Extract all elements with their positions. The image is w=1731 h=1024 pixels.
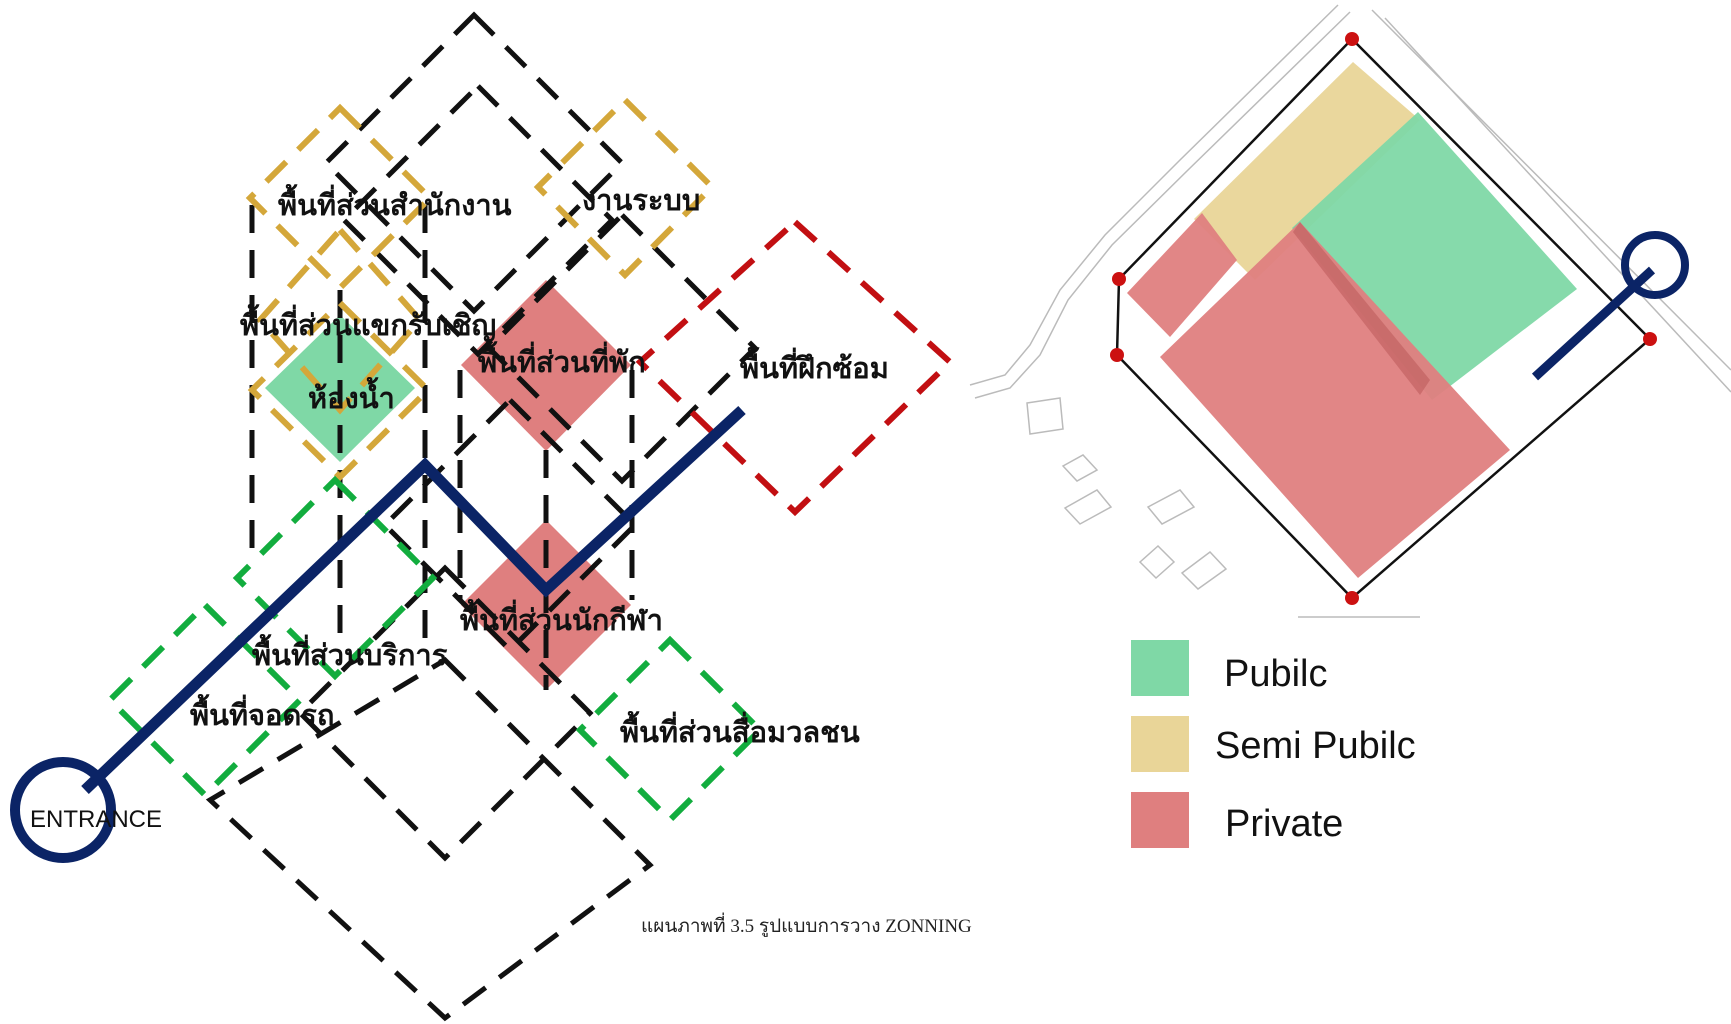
- overlap-strip: [1293, 222, 1430, 395]
- zone-outline-lower-center: [296, 564, 594, 862]
- legend-swatch-semi-public: [1131, 716, 1189, 772]
- media-zone-outline: [575, 635, 765, 825]
- zone-outline-right-mid: [485, 211, 759, 485]
- black-dashed-zones: [205, 11, 759, 1022]
- site-boundary: [1115, 37, 1652, 600]
- site-building-3: [1063, 489, 1113, 525]
- reception-zone-label: พื้นที่ส่วนแขกรับเชิญ: [240, 303, 496, 343]
- systems-zone-outline: [533, 95, 717, 280]
- legend-label-public: Pubilc: [1224, 653, 1328, 695]
- site-context-lines: [969, 4, 1731, 618]
- green-dashed-zones: [105, 475, 765, 825]
- systems-zone-label: งานระบบ: [582, 183, 700, 217]
- training-zone-label: พื้นที่ฝึกซ้อม: [740, 346, 889, 385]
- training-zone-outline: [635, 217, 955, 517]
- semi-public-zone: [1194, 62, 1420, 280]
- restroom-zone-outline: [247, 298, 433, 482]
- private-zone-main: [1160, 222, 1510, 578]
- zoning-diagram: ENTRANCE พื้นที่ส่วนสำนักงาน งานระบบ พื้…: [10, 11, 972, 1022]
- lodging-zone-label: พื้นที่ส่วนที่พัก: [478, 340, 646, 379]
- lodging-zone-fill: [461, 280, 631, 451]
- legend-swatch-public: [1131, 640, 1189, 696]
- site-entrance-circle: [1621, 231, 1689, 299]
- boundary-point: [1345, 591, 1359, 605]
- site-building-6: [1180, 550, 1228, 590]
- service-zone-outline: [232, 475, 438, 681]
- site-building-5: [1138, 544, 1176, 580]
- road-line-2: [974, 11, 1351, 399]
- boundary-point: [1643, 332, 1657, 346]
- zone-outline-top: [322, 11, 626, 315]
- gold-dashed-zones: [245, 95, 717, 482]
- site-building-4: [1146, 489, 1196, 525]
- boundary-points: [1110, 32, 1657, 605]
- restroom-zone-label: ห้องน้ำ: [308, 376, 395, 415]
- circulation-path: [81, 405, 746, 794]
- athletes-zone-label: พื้นที่ส่วนนักกีฬา: [460, 598, 663, 637]
- figure-caption: แผนภาพที่ 3.5 รูปแบบการวาง ZONNING: [641, 912, 972, 937]
- zone-outline-bottom: [205, 656, 654, 1022]
- entrance-label: ENTRANCE: [30, 806, 162, 833]
- media-zone-label: พื้นที่ส่วนสื่อมวลชน: [620, 710, 860, 749]
- boundary-point: [1110, 348, 1124, 362]
- service-zone-label: พื้นที่ส่วนบริการ: [252, 633, 448, 672]
- parking-zone-label: พื้นที่จอดรถ: [190, 693, 334, 732]
- road-line-1: [969, 4, 1339, 386]
- legend-label-semi-public: Semi Pubilc: [1215, 725, 1416, 767]
- public-zone: [1292, 112, 1577, 400]
- reception-zone-outline: [255, 225, 425, 415]
- office-zone-outline: [245, 103, 435, 293]
- legend: Pubilc Semi Pubilc Private: [1131, 640, 1416, 848]
- private-zone-small: [1127, 213, 1237, 337]
- site-building-1: [1026, 397, 1064, 435]
- boundary-point: [1345, 32, 1359, 46]
- office-zone-label: พื้นที่ส่วนสำนักงาน: [278, 183, 512, 222]
- road-line-4: [1384, 17, 1731, 393]
- road-line-3: [1371, 9, 1731, 371]
- boundary-point: [1112, 272, 1126, 286]
- legend-label-private: Private: [1225, 803, 1343, 845]
- site-plan: Pubilc Semi Pubilc Private: [969, 4, 1731, 848]
- legend-swatch-private: [1131, 792, 1189, 848]
- zone-outline-upper-mid: [340, 82, 616, 358]
- site-building-2: [1061, 454, 1099, 482]
- entrance-circle: [10, 757, 116, 863]
